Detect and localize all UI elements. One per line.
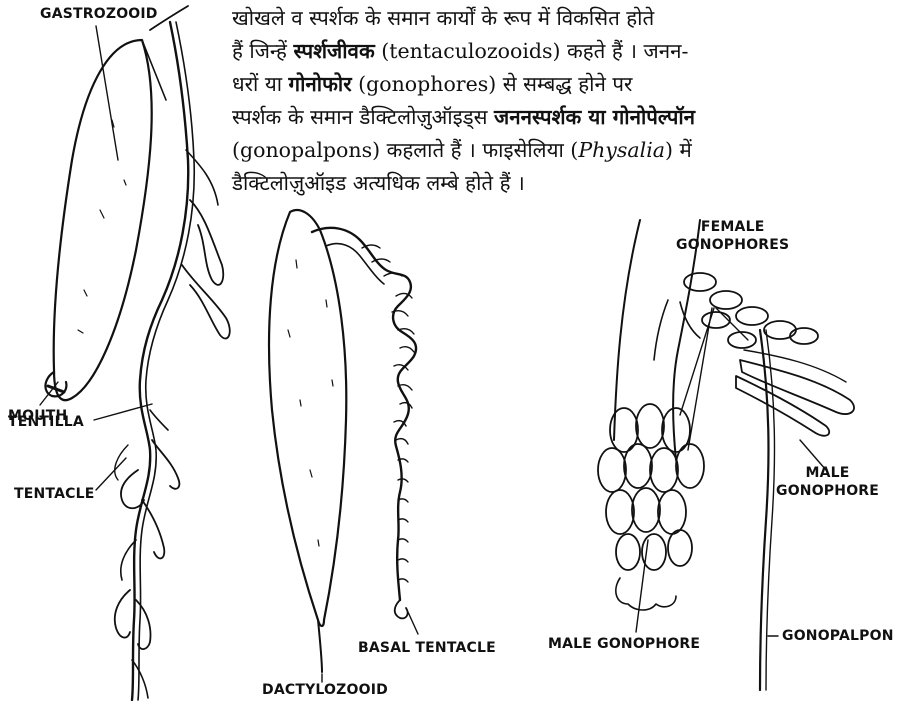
label-tentacle: TENTACLE [14, 486, 95, 502]
label-male-gonophore-bottom: MALE GONOPHORE [548, 636, 700, 652]
label-dactylozooid: DACTYLOZOOID [262, 682, 388, 698]
gastrozooid-drawing [40, 6, 230, 700]
label-male-gonophore-right: MALE GONOPHORE [776, 464, 879, 500]
label-gonopalpon: GONOPALPON [782, 628, 894, 644]
label-female-gonophores: FEMALE GONOPHORES [676, 218, 789, 254]
gonophore-cluster-drawing [598, 220, 854, 690]
gastrozooid-leader [96, 26, 118, 160]
tentacle-leader [96, 458, 126, 490]
basal-tentacle-leader [408, 612, 418, 634]
dactylozooid-drawing [269, 210, 418, 682]
label-gastrozooid: GASTROZOOID [40, 6, 158, 22]
label-tentilla: TENTILLA [8, 414, 84, 430]
label-basal-tentacle: BASAL TENTACLE [358, 640, 496, 656]
